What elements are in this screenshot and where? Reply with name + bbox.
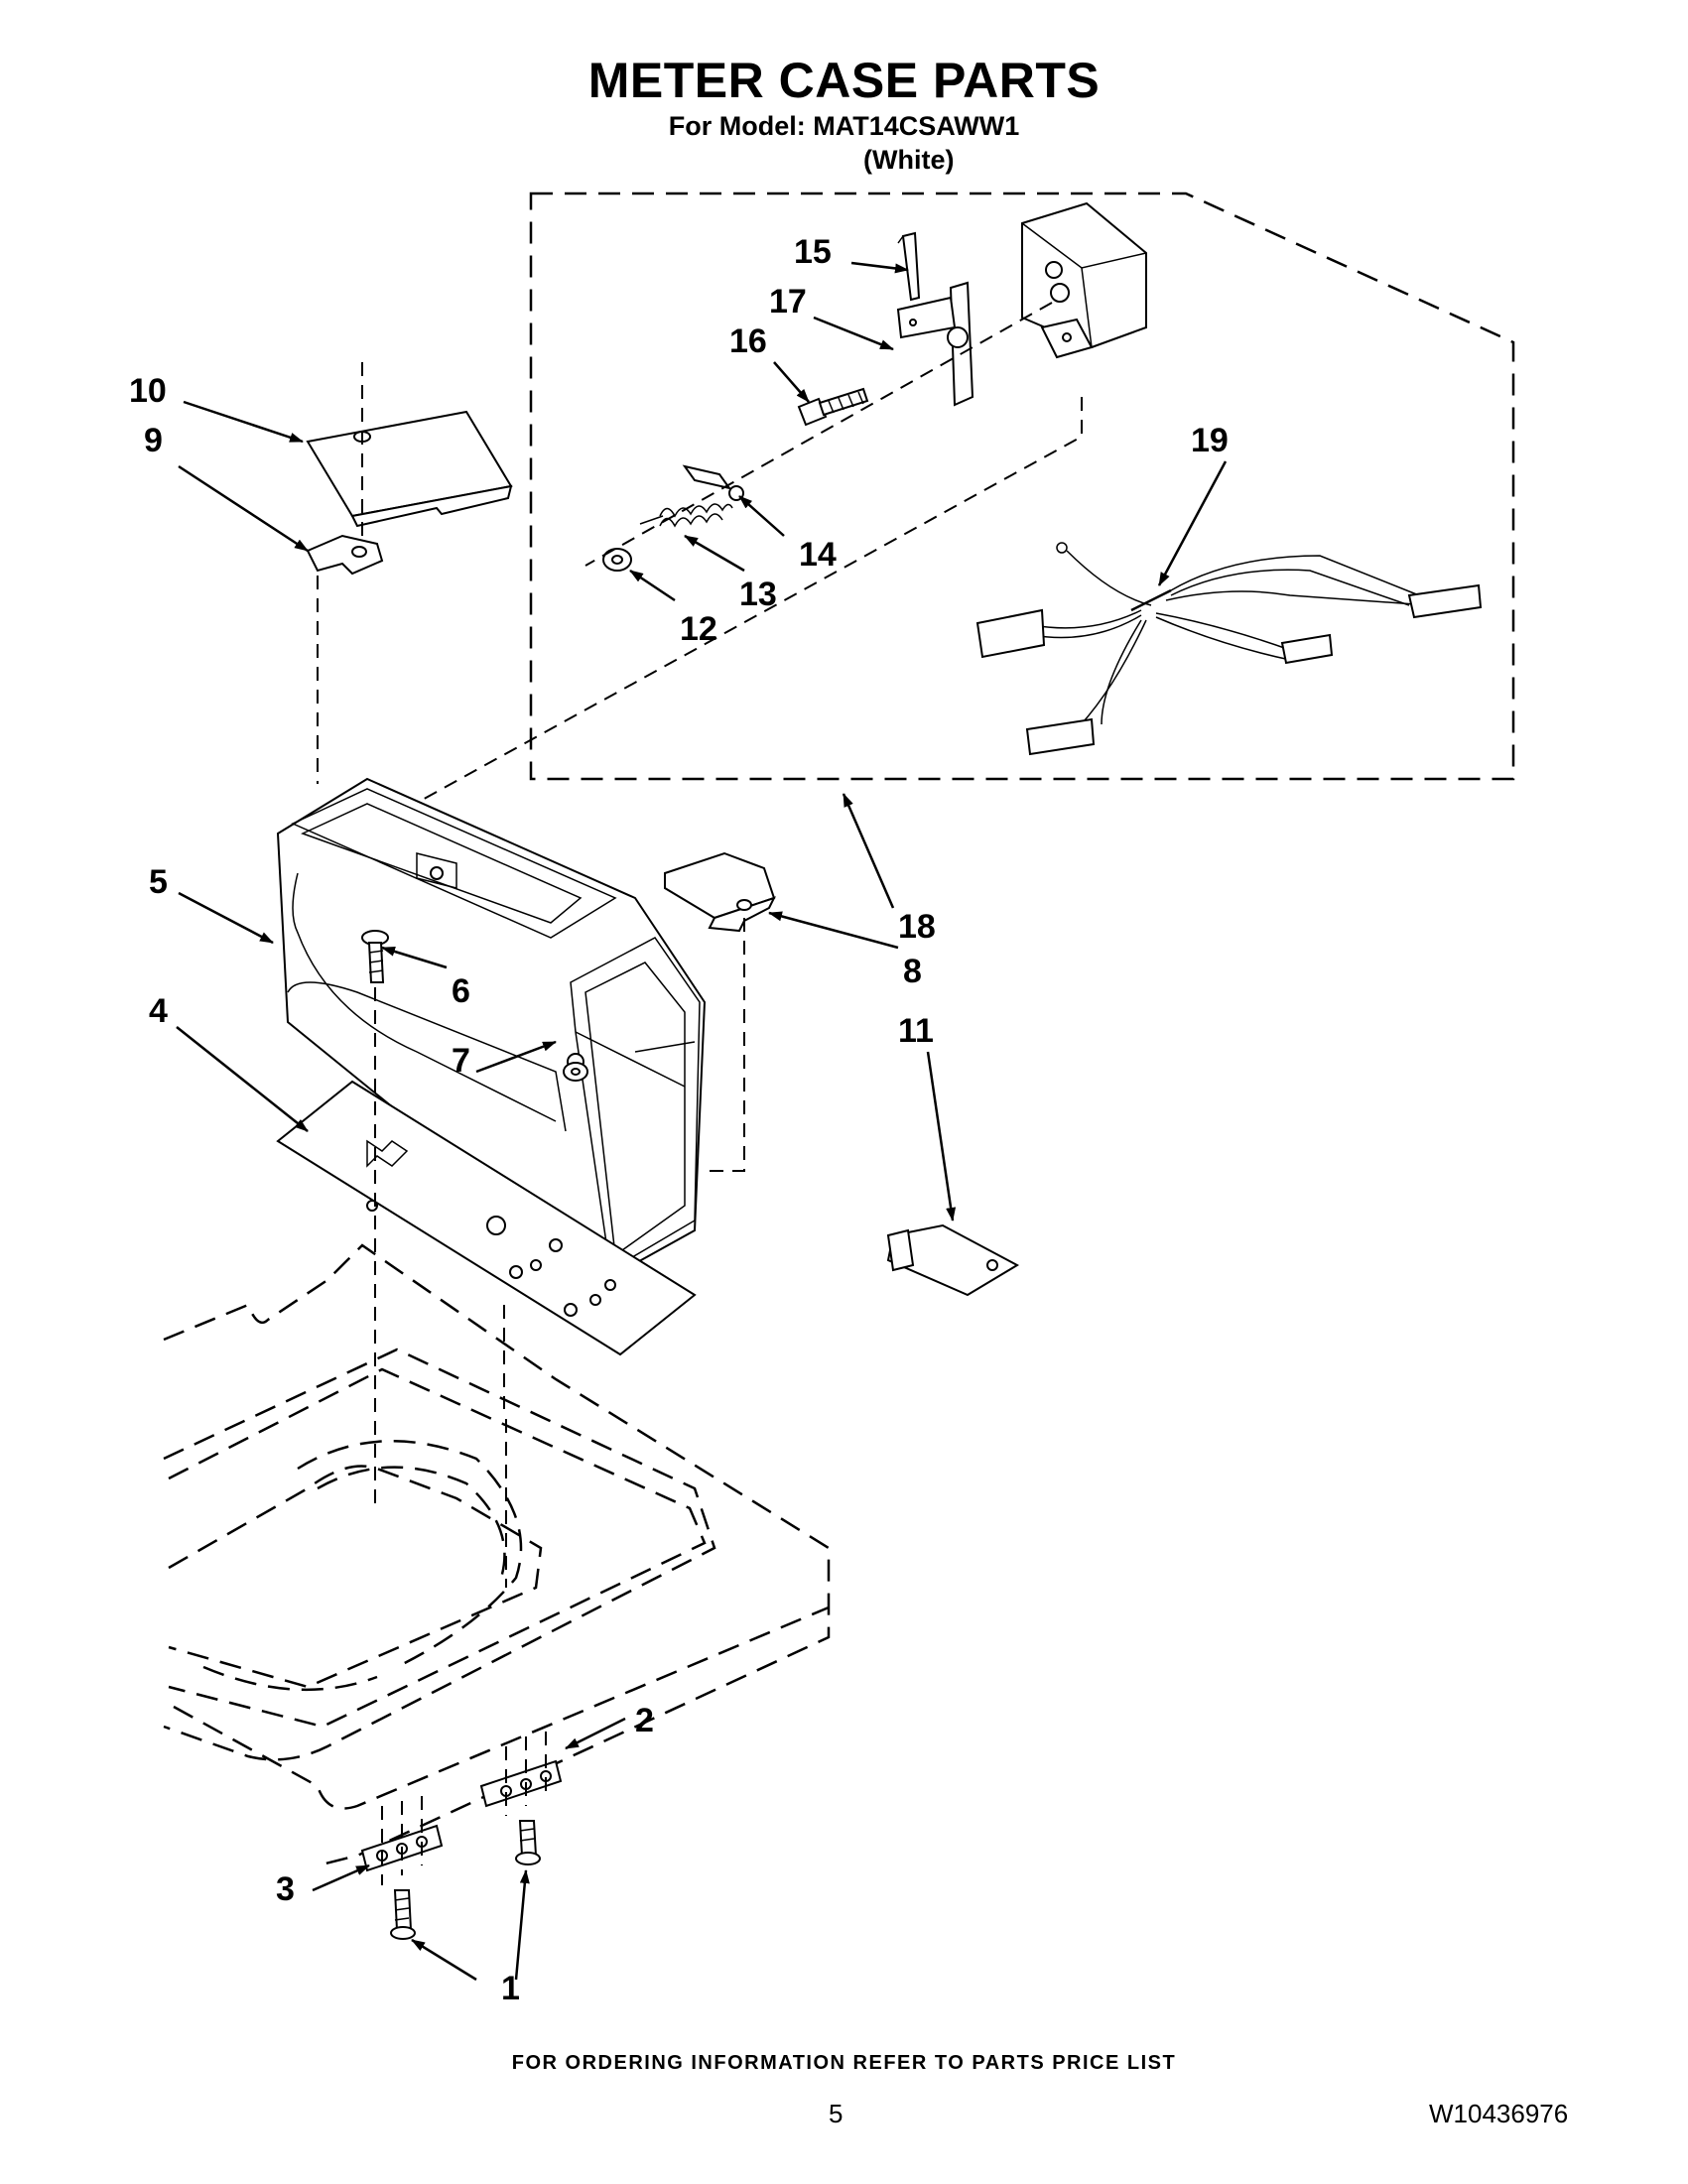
- callout-8: 8: [903, 953, 922, 990]
- gasket: [276, 1080, 697, 1356]
- callout-13: 13: [739, 576, 777, 613]
- callout-7: 7: [452, 1042, 470, 1080]
- callout-10: 10: [129, 372, 167, 410]
- page-title: METER CASE PARTS: [587, 53, 1101, 108]
- screw-6: [361, 930, 389, 983]
- screw-1-left: [390, 1889, 416, 1940]
- callout-3: 3: [276, 1870, 295, 1908]
- spring: [639, 503, 733, 528]
- plate-11: [886, 1223, 1020, 1297]
- callout-16: 16: [729, 322, 767, 360]
- model-line: For Model: MAT14CSAWW1: [668, 111, 1020, 141]
- assembly-group-boundary: [529, 192, 1515, 781]
- top-panel-outline: [163, 1243, 831, 1867]
- lever-part: [682, 464, 744, 501]
- nut-7: [563, 1062, 588, 1082]
- callout-1: 1: [501, 1970, 520, 2007]
- pin: [901, 231, 921, 302]
- callout-5: 5: [149, 863, 168, 901]
- callout-6: 6: [452, 972, 470, 1010]
- callout-12: 12: [680, 610, 717, 648]
- ordering-note: FOR ORDERING INFORMATION REFER TO PARTS …: [511, 2052, 1177, 2074]
- callout-2: 2: [635, 1702, 654, 1739]
- cover-plate: [306, 362, 513, 536]
- screw-1-right: [515, 1820, 541, 1865]
- clip-bracket: [306, 534, 384, 576]
- callout-9: 9: [144, 422, 163, 459]
- callout-11: 11: [898, 1012, 934, 1050]
- callout-19: 19: [1191, 422, 1229, 459]
- valve-switch-box: [1021, 201, 1147, 359]
- callout-17: 17: [769, 283, 807, 321]
- bracket-8: [664, 851, 776, 1172]
- color-line: (White): [863, 145, 955, 175]
- wire-harness: [975, 542, 1483, 756]
- meter-case: [276, 777, 707, 1282]
- callout-18: 18: [898, 908, 936, 946]
- callout-4: 4: [149, 992, 168, 1030]
- page-number: 5: [829, 2099, 844, 2128]
- callout-15: 15: [794, 233, 832, 271]
- screw-16: [797, 387, 869, 427]
- document-number: W10436976: [1429, 2099, 1569, 2128]
- mounting-bracket: [896, 281, 974, 407]
- callout-14: 14: [799, 536, 837, 574]
- washer: [602, 548, 632, 572]
- hinge-3: [360, 1796, 444, 1885]
- hinge-2: [479, 1732, 563, 1816]
